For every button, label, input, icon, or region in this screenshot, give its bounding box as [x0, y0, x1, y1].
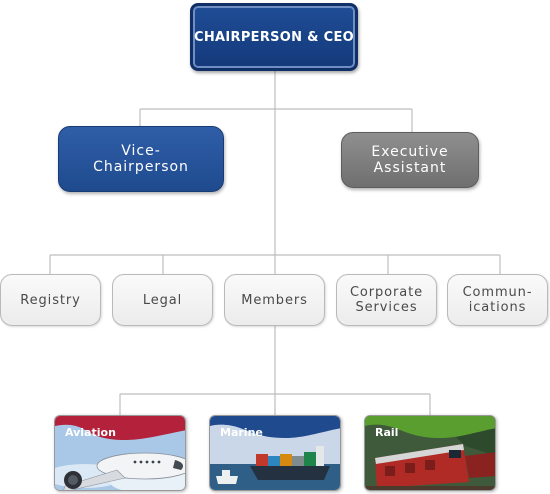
- train-image: [365, 416, 495, 490]
- mode-label: Rail: [375, 426, 399, 439]
- ship-image: [210, 416, 340, 490]
- dept-corporate-services-box: Corporate Services: [336, 274, 437, 326]
- dept-label-line1: Corporate: [349, 285, 424, 300]
- dept-label-line2: Services: [355, 300, 418, 315]
- ceo-label: CHAIRPERSON & CEO: [193, 29, 354, 45]
- vice-label-line2: Chairperson: [93, 159, 189, 175]
- dept-registry-box: Registry: [0, 274, 101, 326]
- vice-chairperson-box: Vice- Chairperson: [58, 126, 224, 192]
- aviation-card: Aviation: [54, 415, 186, 491]
- dept-label: Legal: [142, 292, 183, 308]
- dept-label-line1: Commun-: [462, 285, 533, 300]
- dept-legal-box: Legal: [112, 274, 213, 326]
- airplane-image: [55, 416, 185, 490]
- vice-label-line1: Vice-: [121, 143, 161, 159]
- dept-label-line2: ications: [468, 300, 527, 315]
- exec-label-line1: Executive: [371, 144, 449, 160]
- mode-label: Marine: [220, 426, 263, 439]
- dept-communications-box: Commun- ications: [447, 274, 548, 326]
- dept-members-box: Members: [224, 274, 325, 326]
- mode-label: Aviation: [65, 426, 116, 439]
- executive-assistant-box: Executive Assistant: [341, 132, 479, 188]
- exec-label-line2: Assistant: [373, 160, 447, 176]
- ceo-box: CHAIRPERSON & CEO: [190, 3, 358, 71]
- rail-card: Rail: [364, 415, 496, 491]
- dept-label: Members: [241, 292, 308, 308]
- dept-label: Registry: [20, 292, 81, 308]
- marine-card: Marine: [209, 415, 341, 491]
